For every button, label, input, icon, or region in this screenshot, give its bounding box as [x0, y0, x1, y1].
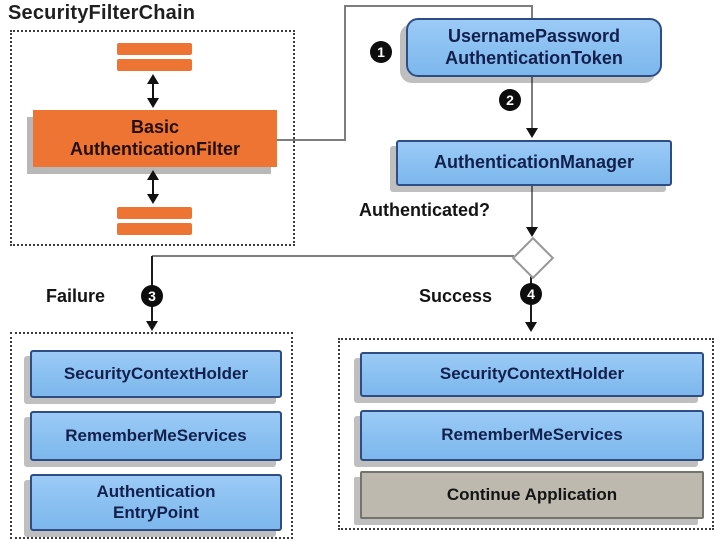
double-arrow — [147, 74, 159, 108]
remember-me-services-box: RememberMeServices — [30, 411, 282, 461]
security-context-holder-box: SecurityContextHolder — [30, 350, 282, 398]
arrow-down-icon — [526, 128, 538, 138]
username-password-authentication-token-box: UsernamePassword AuthenticationToken — [406, 18, 662, 77]
arrow-down-icon — [525, 322, 537, 332]
token-label-line2: AuthenticationToken — [445, 47, 623, 68]
basic-authentication-filter-label-line2: AuthenticationFilter — [70, 138, 240, 159]
flow-connector-line — [152, 255, 514, 257]
failure-label: Failure — [46, 286, 106, 306]
filter-placeholder-bar — [117, 43, 192, 55]
remember-me-services-box: RememberMeServices — [360, 410, 704, 461]
step-3-badge: 3 — [141, 285, 163, 307]
double-arrow — [147, 170, 159, 204]
success-panel: SecurityContextHolder RememberMeServices… — [338, 338, 714, 530]
token-label-line1: UsernamePassword — [447, 25, 621, 46]
arrow-down-icon — [147, 98, 159, 108]
entry-point-label-line1: Authentication — [96, 481, 216, 501]
arrow-down-icon — [526, 227, 538, 237]
filter-placeholder-bar — [117, 59, 192, 71]
flow-connector-line — [344, 5, 533, 7]
step-1-badge: 1 — [370, 41, 392, 63]
basic-authentication-filter-box: Basic AuthenticationFilter — [33, 110, 277, 167]
filter-placeholder-bar — [117, 207, 192, 219]
flow-connector-line — [531, 182, 533, 228]
flow-connector-line — [531, 73, 533, 129]
decision-diamond — [511, 236, 555, 280]
authenticated-question-label: Authenticated? — [359, 200, 491, 220]
arrow-down-icon — [147, 194, 159, 204]
arrow-up-icon — [147, 170, 159, 180]
authentication-manager-label: AuthenticationManager — [433, 152, 634, 173]
authentication-entry-point-box: Authentication EntryPoint — [30, 474, 282, 531]
filter-placeholder-bar — [117, 223, 192, 235]
security-filter-chain-panel — [10, 30, 295, 246]
flow-connector-line — [344, 5, 346, 141]
flow-connector-line — [277, 139, 346, 141]
security-context-holder-box: SecurityContextHolder — [360, 352, 704, 397]
step-4-badge: 4 — [520, 283, 542, 305]
entry-point-label-line2: EntryPoint — [113, 502, 199, 522]
flow-connector-line — [531, 7, 533, 20]
authentication-manager-box: AuthenticationManager — [396, 140, 672, 186]
arrow-down-icon — [146, 321, 158, 331]
step-2-badge: 2 — [499, 89, 521, 111]
security-filter-chain-title: SecurityFilterChain — [8, 2, 196, 24]
arrow-up-icon — [147, 74, 159, 84]
success-label: Success — [419, 286, 493, 306]
failure-panel: SecurityContextHolder RememberMeServices… — [10, 332, 293, 539]
basic-authentication-filter-label-line1: Basic — [130, 116, 180, 137]
continue-application-box: Continue Application — [360, 471, 704, 519]
